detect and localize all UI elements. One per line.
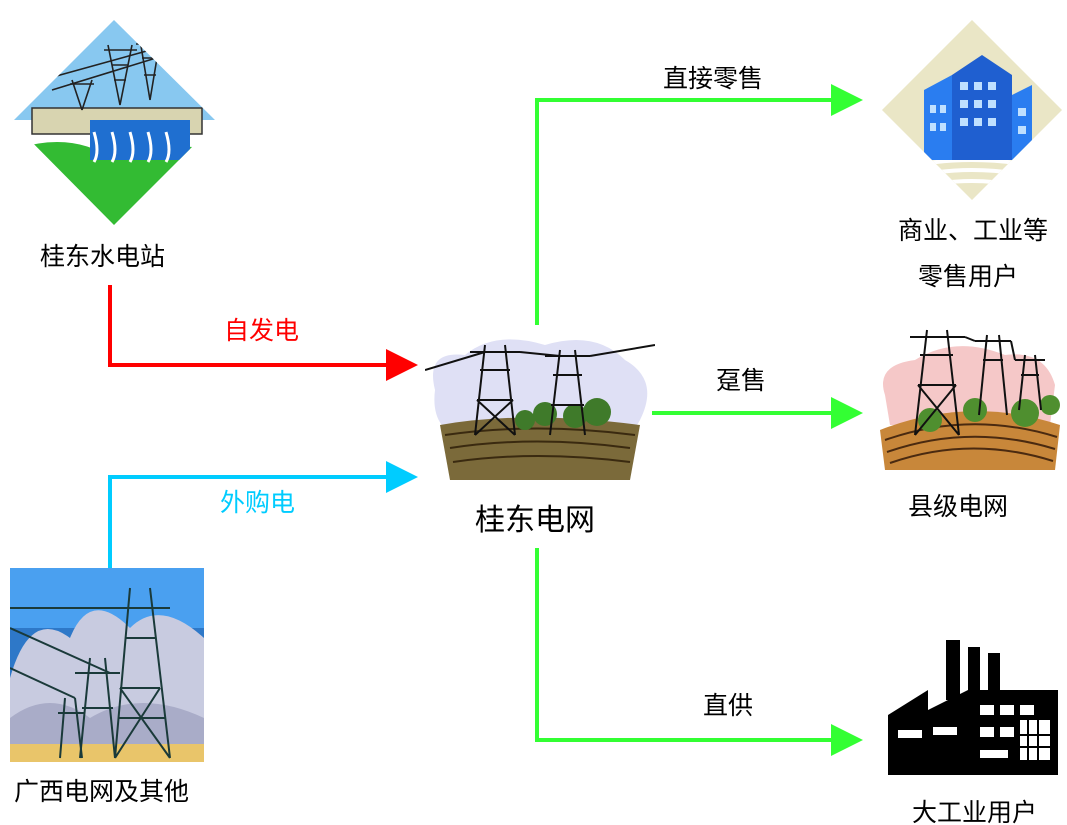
direct-supply-arrow (535, 548, 863, 756)
external-grid-label: 广西电网及其他 (14, 777, 190, 806)
wholesale-flow-label: 趸售 (716, 366, 767, 395)
self-generation-arrow (108, 285, 418, 381)
office-building-icon (882, 20, 1062, 200)
hub-label: 桂东电网 (475, 503, 595, 538)
retail-users-label-line2: 零售用户 (918, 262, 1019, 291)
self-generation-label: 自发电 (224, 316, 300, 345)
power-grid-hub-icon (425, 339, 655, 480)
county-grid-label: 县级电网 (908, 492, 1009, 521)
industrial-users-label: 大工业用户 (912, 798, 1038, 825)
purchase-label: 外购电 (220, 488, 296, 517)
direct-supply-flow-label: 直供 (703, 691, 754, 720)
purchase-arrow (108, 461, 418, 568)
retail-users-label-line1: 商业、工业等 (898, 216, 1049, 245)
county-grid-icon (880, 329, 1060, 470)
retail-flow-label: 直接零售 (663, 64, 764, 93)
factory-icon (888, 640, 1058, 775)
retail-arrow (535, 84, 863, 325)
hydro-station-label: 桂东水电站 (40, 242, 166, 271)
transmission-tower-icon (10, 568, 204, 762)
hydro-dam-icon (12, 20, 217, 225)
